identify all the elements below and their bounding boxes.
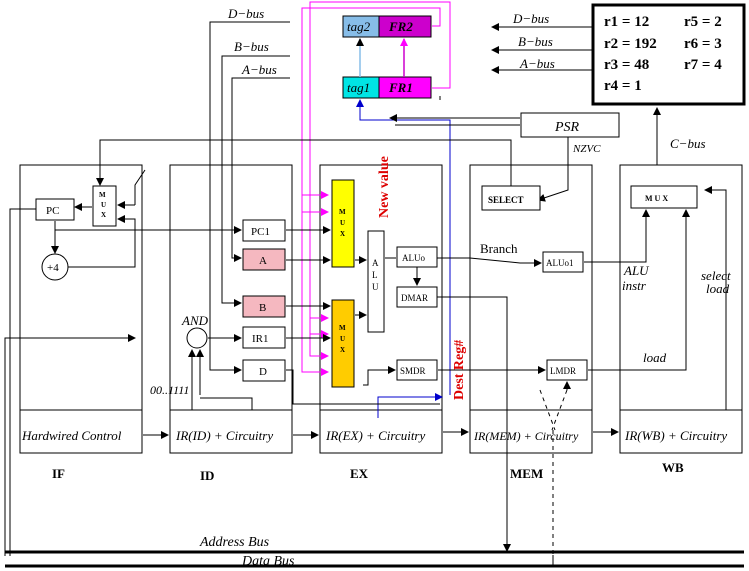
lmdr-box bbox=[546, 359, 588, 381]
select-load-label-1: select bbox=[701, 268, 731, 283]
b-bus-right-label: B−bus bbox=[518, 34, 553, 49]
reg-r4: r4 = 1 bbox=[604, 78, 642, 94]
ir-mem-label: IR(MEM) + Circuitry bbox=[473, 429, 579, 443]
reg-r1: r1 = 12 bbox=[604, 14, 649, 30]
fr2-box bbox=[378, 15, 432, 38]
reg-a-label: A bbox=[259, 255, 267, 267]
reg-r5: r5 = 2 bbox=[684, 14, 722, 30]
reg-r7: r7 = 4 bbox=[684, 57, 722, 73]
psr-label: PSR bbox=[554, 120, 580, 135]
reg-d-box bbox=[242, 359, 286, 382]
ir-id-label: IR(ID) + Circuitry bbox=[175, 428, 273, 443]
mem-dashed-lines bbox=[506, 380, 568, 556]
new-value-label: New value bbox=[377, 156, 392, 218]
reg-b-label: B bbox=[259, 302, 266, 314]
pc1-label: PC1 bbox=[251, 226, 270, 238]
alu-label: U bbox=[372, 282, 379, 292]
plus4-label: +4 bbox=[47, 262, 59, 274]
stage-mem-box bbox=[469, 164, 593, 454]
data-bus-label: Data Bus bbox=[241, 554, 295, 569]
aluo1-label: ALUo1 bbox=[546, 258, 574, 268]
reg-r3: r3 = 48 bbox=[604, 57, 649, 73]
d-bus-left-label: D−bus bbox=[227, 6, 264, 21]
ir-ex-label: IR(EX) + Circuitry bbox=[325, 428, 425, 443]
dmar-label: DMAR bbox=[401, 293, 428, 303]
reg-a-box bbox=[242, 248, 286, 271]
smdr-label: SMDR bbox=[400, 366, 426, 376]
mux-a-label: X bbox=[340, 230, 345, 238]
alu-instr-label-1: ALU bbox=[623, 263, 650, 278]
aluo1-box bbox=[542, 251, 584, 273]
alu-box bbox=[367, 230, 385, 333]
stage-wb-box bbox=[619, 164, 743, 454]
fr2-label: FR2 bbox=[388, 19, 413, 34]
select-label: SELECT bbox=[488, 195, 524, 205]
wb-mux-label: M U X bbox=[645, 194, 668, 203]
c-bus-label: C−bus bbox=[670, 136, 706, 151]
pc-label: PC bbox=[46, 205, 59, 217]
ir1-label: IR1 bbox=[252, 333, 269, 345]
if-mux-label: X bbox=[101, 211, 106, 219]
reg-r2: r2 = 192 bbox=[604, 36, 657, 52]
alu-label: L bbox=[372, 270, 378, 280]
lmdr-label: LMDR bbox=[550, 366, 576, 376]
register-file-box bbox=[591, 3, 746, 106]
and-gate bbox=[186, 327, 208, 349]
mux-b-label: U bbox=[340, 335, 345, 343]
forwarding-wires bbox=[301, 1, 451, 376]
select-load-label-2: load bbox=[706, 281, 730, 296]
tag2-label: tag2 bbox=[347, 19, 371, 34]
mux-b-label: M bbox=[339, 324, 346, 332]
stage-ex-name: EX bbox=[350, 466, 369, 481]
stage-wb-name: WB bbox=[662, 460, 684, 475]
load-label: load bbox=[643, 350, 667, 365]
const-1111-label: 00..1111 bbox=[150, 383, 189, 397]
stage-mem-name: MEM bbox=[510, 466, 543, 481]
and-label: AND bbox=[181, 313, 209, 328]
if-mux-box bbox=[92, 185, 117, 227]
reg-r6: r6 = 3 bbox=[684, 36, 722, 52]
if-mux-label: U bbox=[101, 201, 106, 209]
tag1-label: tag1 bbox=[347, 80, 370, 95]
a-bus-left-label: A−bus bbox=[241, 62, 277, 77]
d-bus-right-label: D−bus bbox=[512, 11, 549, 26]
nzvc-label: NZVC bbox=[572, 143, 601, 155]
mux-b bbox=[331, 299, 355, 388]
reg-d-label: D bbox=[259, 366, 267, 378]
ir1-box bbox=[242, 326, 286, 349]
a-bus-right-label: A−bus bbox=[519, 56, 555, 71]
alu-instr-label-2: instr bbox=[622, 278, 647, 293]
fr1-box bbox=[378, 76, 432, 99]
b-bus-left-label: B−bus bbox=[234, 39, 269, 54]
psr-box bbox=[520, 112, 620, 138]
if-mux-label: M bbox=[99, 191, 106, 199]
stage-id-name: ID bbox=[200, 468, 214, 483]
fr1-label: FR1 bbox=[388, 80, 413, 95]
pc1-box bbox=[242, 219, 286, 242]
ir-wb-label: IR(WB) + Circuitry bbox=[624, 428, 727, 443]
mux-b-label: X bbox=[340, 346, 345, 354]
mux-a-label: M bbox=[339, 208, 346, 216]
hardwired-control-label: Hardwired Control bbox=[21, 428, 122, 443]
smdr-box bbox=[396, 359, 438, 381]
wb-mux-box bbox=[630, 185, 698, 209]
reg-b-box bbox=[242, 295, 286, 318]
branch-label: Branch bbox=[480, 241, 518, 256]
aluo-label: ALUo bbox=[402, 253, 425, 263]
mux-a-label: U bbox=[340, 219, 345, 227]
address-bus-label: Address Bus bbox=[199, 535, 270, 550]
mux-a bbox=[331, 179, 355, 268]
stage-if-name: IF bbox=[52, 466, 65, 481]
alu-label: A bbox=[372, 258, 379, 268]
